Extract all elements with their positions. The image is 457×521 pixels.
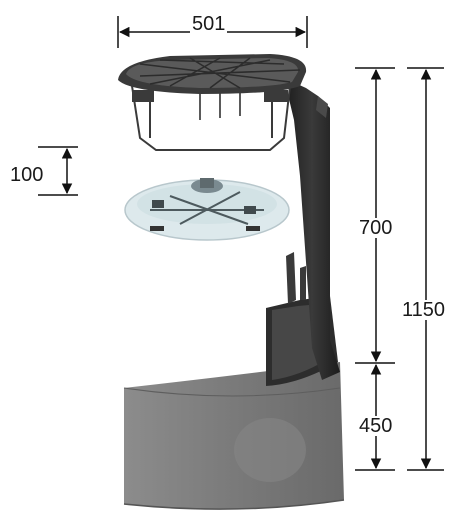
- label-upper-height: 700: [357, 217, 395, 239]
- label-total-height: 1150: [400, 299, 448, 321]
- grate-lid: [118, 54, 307, 151]
- dim-lid-gap: [38, 146, 78, 196]
- label-lid-gap: 100: [8, 164, 46, 186]
- dim-upper-height: [355, 67, 395, 364]
- filter-basket: [124, 178, 290, 241]
- label-top-width: 501: [190, 13, 228, 35]
- label-lower-height: 450: [357, 415, 395, 437]
- lower-body: [123, 362, 345, 510]
- inlet-pipe: [284, 78, 340, 380]
- dim-total-height: [407, 67, 444, 471]
